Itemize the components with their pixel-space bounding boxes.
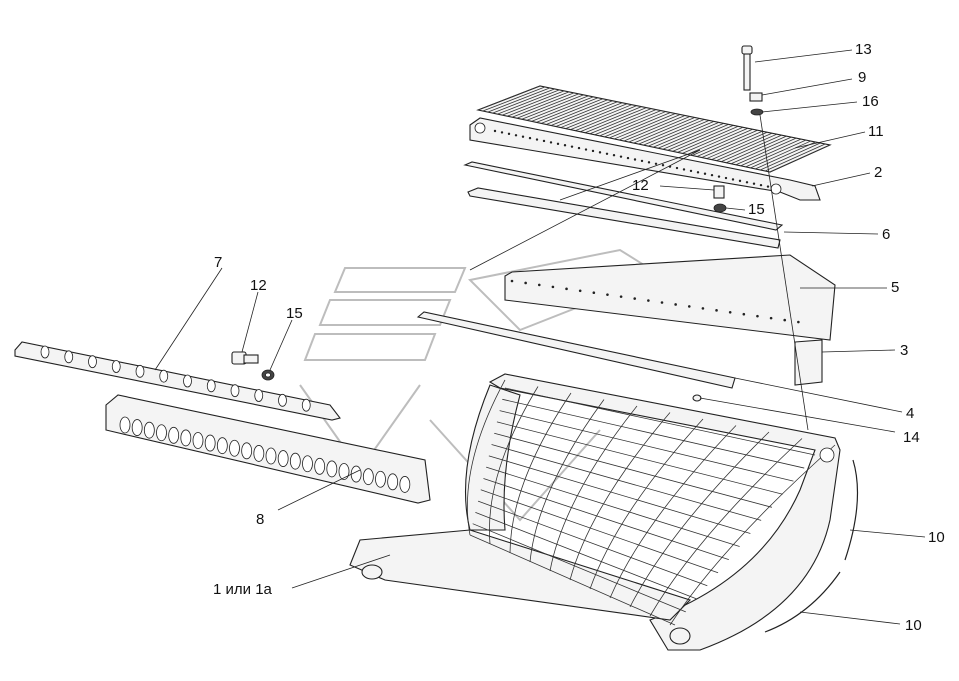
arc-strip-upper [844, 459, 859, 561]
arc-strip-lower [764, 571, 841, 633]
angle-rail [463, 161, 784, 249]
oval-hole-plate [105, 394, 431, 504]
callout-15-top: 15 [748, 201, 765, 218]
callout-10-upper: 10 [928, 529, 945, 546]
small-bracket [794, 339, 823, 386]
callout-13: 13 [855, 41, 872, 58]
callout-4: 4 [906, 405, 914, 422]
callout-8: 8 [256, 511, 264, 528]
washer-top-15 [713, 203, 727, 213]
callout-7: 7 [214, 254, 222, 271]
callout-12-left: 12 [250, 277, 267, 294]
sleeve-9 [749, 92, 763, 102]
leader-lines [154, 49, 926, 625]
callout-15-left: 15 [286, 305, 303, 322]
washer-16 [750, 108, 764, 116]
callout-14: 14 [903, 429, 920, 446]
callout-3: 3 [900, 342, 908, 359]
callout-10-lower: 10 [905, 617, 922, 634]
washer-left [261, 369, 275, 381]
callout-1: 1 или 1а [213, 581, 273, 598]
bolt-left [231, 351, 259, 365]
callout-2: 2 [874, 164, 882, 181]
callout-12-top: 12 [632, 177, 649, 194]
shield-plate [504, 254, 836, 341]
callout-16: 16 [862, 93, 879, 110]
bolt-14 [692, 394, 702, 402]
callout-9: 9 [858, 69, 866, 86]
top-grating [476, 85, 832, 173]
concave [349, 373, 841, 651]
bolt-top-12 [713, 185, 725, 199]
long-strip [416, 311, 736, 389]
slotted-bar [14, 341, 341, 421]
callout-5: 5 [891, 279, 899, 296]
callout-labels: 13 9 16 11 2 12 15 6 5 3 4 14 7 12 15 8 … [213, 41, 945, 634]
callout-6: 6 [882, 226, 890, 243]
callout-11: 11 [868, 123, 884, 140]
bolt-13 [741, 45, 753, 91]
